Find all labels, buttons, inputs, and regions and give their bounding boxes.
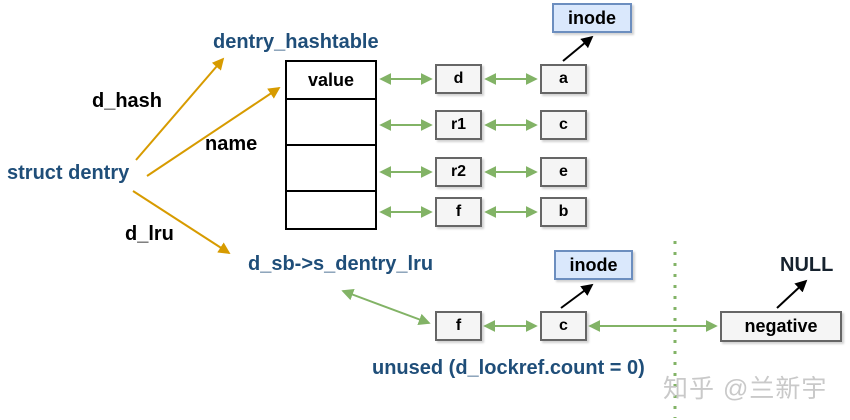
dentry-node-d: d [435, 64, 482, 94]
lru-node-f: f [435, 311, 482, 341]
null-label: NULL [780, 254, 834, 276]
arrow-lru-head-to-f [341, 288, 431, 326]
inode-box-bottom: inode [554, 250, 633, 280]
struct-dentry-label: struct dentry [7, 162, 130, 184]
dentry-hashtable: value [285, 60, 377, 230]
dentry-hashtable-label: dentry_hashtable [213, 31, 379, 53]
arrow-name-to-value-cell [146, 87, 281, 177]
d-hash-label: d_hash [92, 90, 163, 112]
dentry-node-r2: r2 [435, 157, 482, 187]
dentry-node-c: c [540, 110, 587, 140]
dentry-node-r1: r1 [435, 110, 482, 140]
dentry-node-e: e [540, 157, 587, 187]
d-lru-label: d_lru [125, 223, 174, 245]
hashtable-value-cell: value [287, 62, 375, 100]
dentry-node-b: b [540, 197, 587, 227]
name-label: name [205, 133, 258, 155]
zhihu-watermark: 知乎 @兰新宇 [663, 375, 828, 403]
lru-node-negative: negative [720, 311, 842, 342]
hashtable-empty-cell [287, 100, 375, 146]
arrow-c-to-inode [560, 283, 594, 309]
d-sb-s-dentry-lru-label: d_sb->s_dentry_lru [248, 253, 434, 275]
inode-box-top: inode [552, 3, 632, 33]
arrow-a-to-inode [562, 35, 594, 62]
hashtable-empty-cell [287, 192, 375, 228]
arrow-negative-to-null [776, 279, 808, 309]
dentry-node-a: a [540, 64, 587, 94]
dentry-node-f: f [435, 197, 482, 227]
unused-label: unused (d_lockref.count = 0) [372, 357, 645, 379]
lru-node-c: c [540, 311, 587, 341]
hashtable-empty-cell [287, 146, 375, 192]
